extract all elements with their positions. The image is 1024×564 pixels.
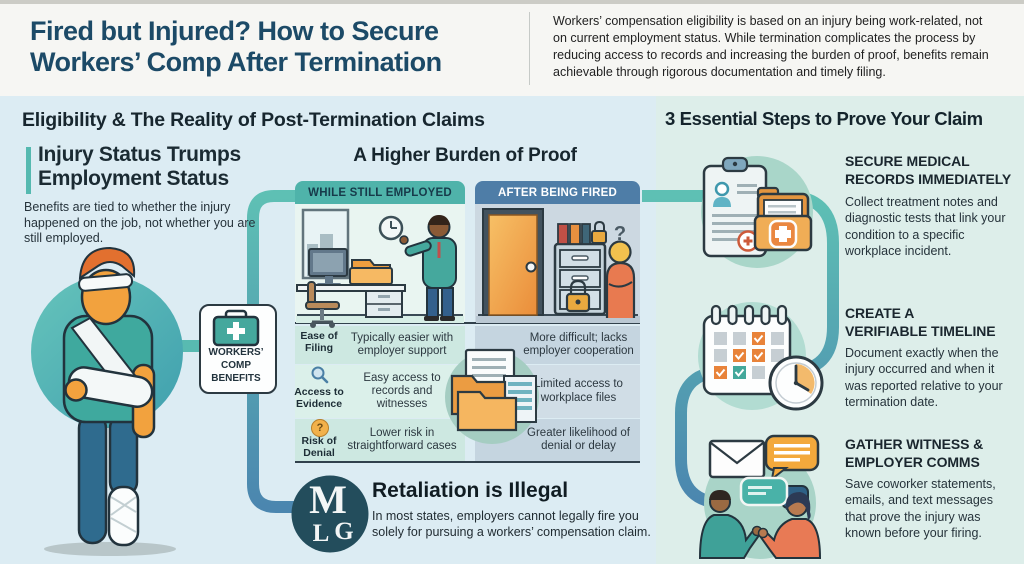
employed-illustration-bg <box>295 204 465 324</box>
injury-status-title: Injury Status Trumps Employment Status <box>38 143 241 190</box>
cell-employed-ease: Typically easier with employer support <box>350 331 454 357</box>
table-divider-bottom <box>295 461 640 463</box>
page-title-line1: Fired but Injured? How to Secure <box>30 16 439 46</box>
cell-fired-access: Limited access to workplace files <box>534 378 623 404</box>
table-row <box>295 326 465 364</box>
step3-body: Save coworker statements, emails, and te… <box>845 477 996 540</box>
row-label-ease-of-filing: Ease of Filing <box>300 330 338 354</box>
top-border <box>0 0 1024 4</box>
cell-employed-risk: Lower risk in straightforward cases <box>347 426 457 452</box>
employed-column-header: WHILE STILL EMPLOYED <box>295 181 465 204</box>
step1-body: Collect treatment notes and diagnostic t… <box>845 195 1006 258</box>
burden-heading: A Higher Burden of Proof <box>353 145 577 166</box>
retaliation-body: In most states, employers cannot legally… <box>372 509 651 540</box>
question-icon: ? <box>311 419 329 437</box>
injury-status-body: Benefits are tied to whether the injury … <box>24 200 256 246</box>
cell-fired-ease: More difficult; lacks employer cooperati… <box>523 331 634 357</box>
step2-title: CREATE A VERIFIABLE TIMELINE <box>845 305 996 339</box>
page-title: Fired but Injured? How to Secure Workers… <box>30 16 520 79</box>
eligibility-heading: Eligibility & The Reality of Post-Termin… <box>22 109 485 131</box>
fired-illustration-bg <box>475 204 640 324</box>
step2-body: Document exactly when the injury occurre… <box>845 346 1003 409</box>
accent-bar <box>26 147 31 194</box>
retaliation-title: Retaliation is Illegal <box>372 479 569 502</box>
cell-employed-access: Easy access to records and witnesses <box>363 371 441 411</box>
step1-title: SECURE MEDICAL RECORDS IMMEDIATELY <box>845 153 1012 187</box>
row-label-access-to-evidence: Access to Evidence <box>294 386 344 410</box>
connector-right <box>642 190 839 509</box>
intro-paragraph: Workers’ compensation eligibility is bas… <box>553 14 989 80</box>
steps-heading: 3 Essential Steps to Prove Your Claim <box>665 108 983 129</box>
table-divider-top <box>295 322 640 324</box>
workers-comp-benefits-label: WORKERS’ COMP BENEFITS <box>208 347 264 384</box>
magnifier-icon <box>311 366 329 384</box>
fired-column-header: AFTER BEING FIRED <box>475 181 640 204</box>
page-title-line2: Workers’ Comp After Termination <box>30 47 442 78</box>
cell-fired-risk: Greater likelihood of denial or delay <box>527 426 630 452</box>
header-divider <box>529 12 530 85</box>
workers-comp-benefits-card <box>199 304 277 394</box>
row-label-risk-of-denial: Risk of Denial <box>301 435 337 459</box>
step3-title: GATHER WITNESS & EMPLOYER COMMS <box>845 436 984 470</box>
